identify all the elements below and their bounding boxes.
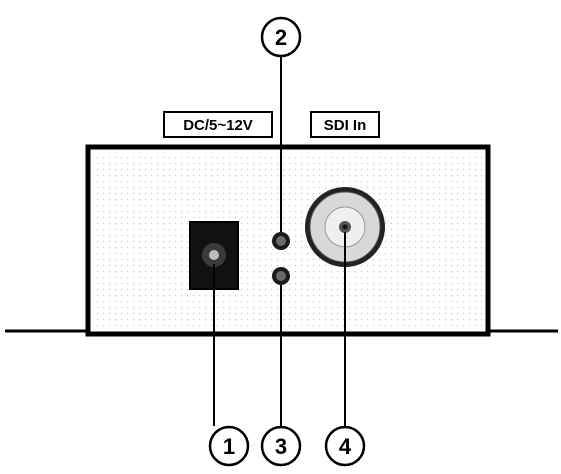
sdi-bnc-connector bbox=[305, 187, 385, 267]
callout-2: 2 bbox=[260, 16, 302, 58]
device-housing bbox=[85, 144, 491, 337]
sdi-input-label: SDI In bbox=[310, 111, 380, 138]
callout-leader-lines bbox=[213, 56, 346, 426]
callout-1-number: 1 bbox=[223, 434, 235, 459]
sdi-input-label-text: SDI In bbox=[324, 117, 367, 134]
power-label: DC/5~12V bbox=[163, 111, 273, 138]
signal-led bbox=[272, 267, 290, 285]
callout-4-number: 4 bbox=[339, 434, 352, 459]
dc-power-jack bbox=[189, 221, 239, 290]
callout-3-number: 3 bbox=[275, 434, 287, 459]
power-led bbox=[272, 232, 290, 250]
callout-1: 1 bbox=[208, 425, 250, 467]
callout-4: 4 bbox=[324, 425, 366, 467]
callout-3: 3 bbox=[260, 425, 302, 467]
power-label-text: DC/5~12V bbox=[183, 117, 253, 134]
callout-2-number: 2 bbox=[275, 25, 287, 50]
